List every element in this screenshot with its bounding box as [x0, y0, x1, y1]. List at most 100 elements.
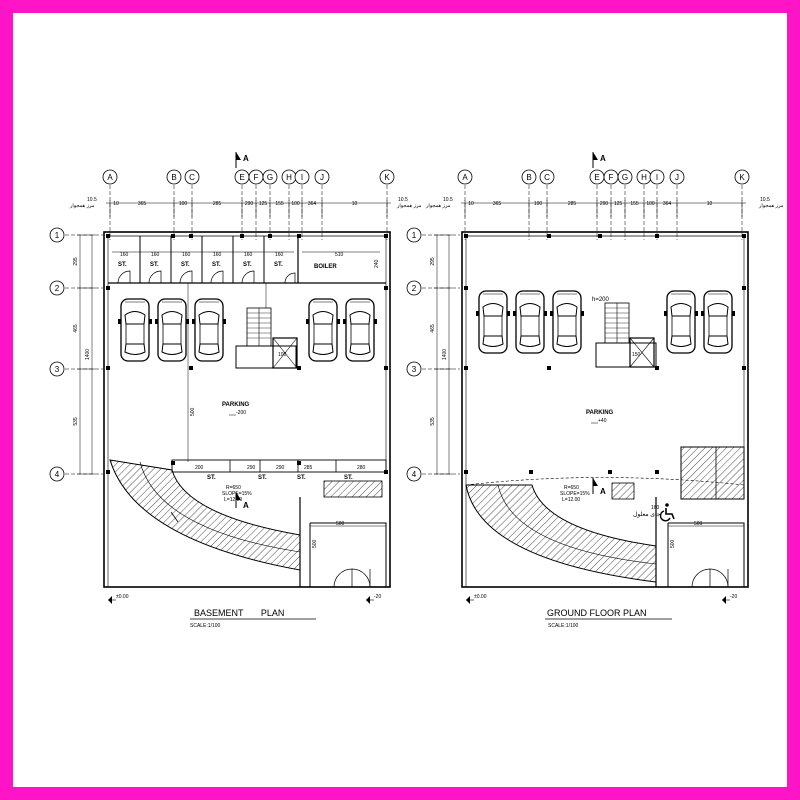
section-marker-icon: A — [592, 478, 606, 496]
grid-row-label: 4 — [55, 470, 60, 479]
ramp-slope: SLOPE=15% — [560, 491, 590, 497]
storage-width-dim: 160 — [151, 252, 160, 258]
grid-row-label: 4 — [412, 470, 417, 479]
car-icon — [118, 298, 152, 362]
section-marker-icon: A — [235, 492, 249, 510]
row-dimension: 295 — [73, 257, 79, 266]
edge-label-right: مرز همجوار — [425, 203, 451, 209]
column-dimension: 155 — [630, 201, 639, 207]
grid-column-label: E — [594, 173, 599, 182]
column-dimension: 285 — [213, 201, 222, 207]
column-dimension: 155 — [275, 201, 284, 207]
column-dimension: 10 — [468, 201, 474, 207]
row-dimension: 535 — [73, 417, 79, 426]
grid-column-label: F — [254, 173, 259, 182]
column-dimension: 285 — [568, 201, 577, 207]
storage-label: ST. — [344, 475, 353, 481]
boiler-width-dim: 510 — [335, 252, 344, 258]
column-dimension: 100 — [646, 201, 655, 207]
ramp-radius: R=650 — [226, 485, 241, 491]
level-marker-icon — [366, 596, 374, 604]
column-dimension: 100 — [534, 201, 543, 207]
grid-column-label: I — [656, 173, 658, 182]
grid-column-label: J — [675, 173, 679, 182]
ramp-radius: R=650 — [564, 485, 579, 491]
storage-label: ST. — [212, 262, 221, 268]
level-right: -20 — [374, 594, 381, 600]
grid-column-label: C — [544, 173, 550, 182]
grid-column-label: H — [641, 173, 647, 182]
level-right: -20 — [730, 594, 737, 600]
grid-column-label: B — [526, 173, 531, 182]
parking-span-dim: 500 — [190, 407, 196, 416]
edge-label-left: مرز همجوار — [69, 203, 95, 209]
column-dimension: 125 — [614, 201, 623, 207]
storage-label: ST. — [258, 475, 267, 481]
edge-label-right-end: مرز همجوار — [758, 203, 784, 209]
svg-text:A: A — [243, 501, 249, 510]
storage-label: ST. — [243, 262, 252, 268]
car-icon — [513, 290, 547, 354]
storage-label: ST. — [274, 262, 283, 268]
entry-depth-dim: 500 — [670, 539, 676, 548]
column-dimension: 100 — [291, 201, 300, 207]
lower-storage-width-dim: 285 — [304, 465, 313, 471]
entry-width-dim: 500 — [694, 521, 703, 527]
storage-label: ST. — [181, 262, 190, 268]
storage-label: ST. — [150, 262, 159, 268]
north-arrow-icon: A — [592, 152, 606, 168]
grid-row-label: 1 — [55, 231, 60, 240]
level-left: ±0.00 — [116, 594, 129, 600]
stair-core: 100 — [235, 307, 298, 369]
lower-storage-width-dim: 290 — [276, 465, 285, 471]
edge-level-right: 10.5 — [443, 197, 453, 203]
basement-plan-title: BASEMENT PLAN — [194, 608, 284, 618]
accessible-spot-label: جای معلول — [633, 511, 661, 518]
edge-level-left-end: 10.5 — [398, 197, 408, 203]
lower-storage-width-dim: 290 — [247, 465, 256, 471]
grid-row-label: 2 — [412, 284, 417, 293]
grid-column-label: H — [286, 173, 292, 182]
row-dimension: 535 — [430, 417, 436, 426]
storage-width-dim: 160 — [182, 252, 191, 258]
ground-floor-plan-scale: SCALE:1/100 — [548, 623, 579, 629]
edge-level-left: 10.5 — [87, 197, 97, 203]
grid-row-label: 3 — [55, 365, 60, 374]
storage-width-dim: 160 — [213, 252, 222, 258]
grid-column-label: C — [189, 173, 195, 182]
grid-column-label: G — [622, 173, 628, 182]
stair-core: 150 — [595, 302, 657, 368]
car-icon — [192, 298, 226, 362]
level-marker-icon — [722, 596, 730, 604]
storage-label: ST. — [118, 262, 127, 268]
column-dimension: 10 — [352, 201, 358, 207]
svg-text:A: A — [600, 154, 606, 163]
grid-column-label: J — [320, 173, 324, 182]
column-dimension: 364 — [663, 201, 672, 207]
ramp-length: L=12.00 — [224, 497, 242, 503]
boiler-depth-dim: 240 — [374, 259, 380, 268]
row-dimension: 465 — [73, 324, 79, 333]
accessible-spot-width: 160 — [651, 505, 660, 511]
storage-label: ST. — [297, 475, 306, 481]
ground-floor-plan-title: GROUND FLOOR PLAN — [547, 608, 647, 618]
car-icon — [701, 290, 735, 354]
row-dimension: 295 — [430, 257, 436, 266]
ground-floor-plan: h=200 150 PARKING — [461, 231, 749, 629]
column-dimension: 365 — [493, 201, 502, 207]
basement-plan-scale: SCALE:1/100 — [190, 623, 221, 629]
ramp: R=650 SLOPE=15% L=12.00 — [465, 484, 657, 583]
edge-level-right-end: 10.5 — [760, 197, 770, 203]
car-icon — [343, 298, 377, 362]
grid-column-label: K — [739, 173, 745, 182]
grid-column-label: E — [239, 173, 244, 182]
storage-label: ST. — [207, 475, 216, 481]
grid-column-label: B — [171, 173, 176, 182]
row-dimension: 1400 — [85, 349, 91, 360]
parking-level: +40 — [598, 418, 607, 424]
